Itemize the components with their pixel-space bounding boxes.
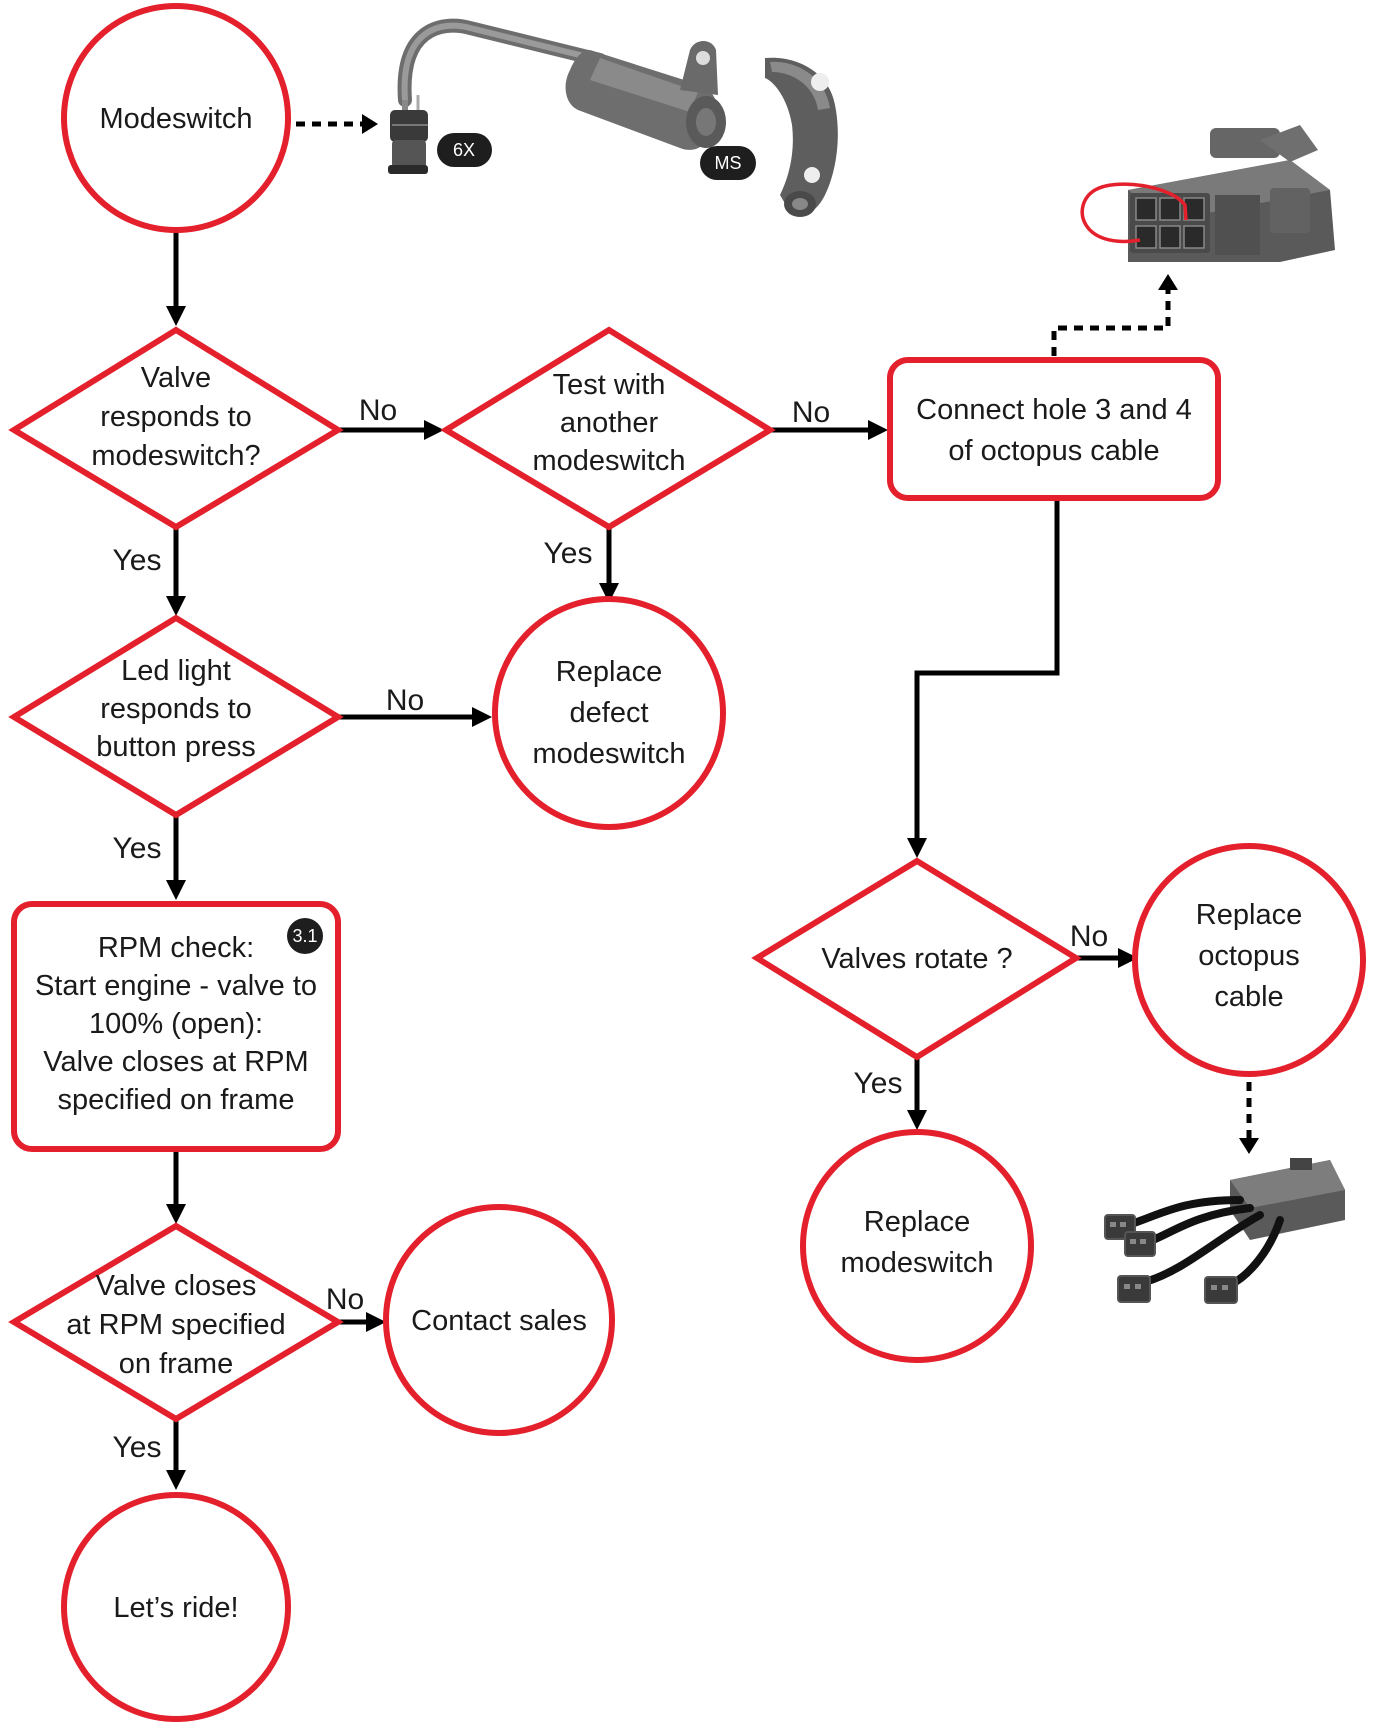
node-test-another	[440, 326, 776, 531]
label-rpm-3: 100% (open):	[89, 1008, 263, 1040]
node-connect-hole	[887, 357, 1221, 501]
node-modeswitch	[61, 3, 291, 233]
edge-label-no-1: No	[359, 394, 397, 427]
node-rpm-check	[11, 901, 341, 1152]
badge-6x: 6X	[437, 133, 492, 167]
label-rpm-1: RPM check:	[98, 932, 254, 964]
illustration-pointers	[296, 121, 1252, 1140]
step-badge: 3.1	[287, 918, 323, 954]
edge-label-yes-3: Yes	[113, 832, 162, 865]
label-rpm-5: specified on frame	[58, 1084, 295, 1116]
badge-ms: MS	[700, 146, 756, 180]
label-modeswitch: Modeswitch	[99, 103, 252, 135]
label-contact-sales: Contact sales	[411, 1305, 587, 1337]
node-valve-closes	[8, 1222, 344, 1423]
modeswitch-cable-illustration: 6X MS	[388, 18, 838, 217]
badge-ms-text: MS	[715, 153, 742, 173]
connectors	[166, 230, 1138, 1490]
label-replace-octopus-1: Replace	[1196, 899, 1302, 931]
label-replace-octopus-2: octopus	[1198, 940, 1300, 972]
label-replace-modeswitch-1: Replace	[864, 1206, 970, 1238]
label-replace-defect-3: modeswitch	[532, 738, 685, 770]
label-valve-closes-3: on frame	[119, 1348, 233, 1380]
label-valve-responds-1: Valve	[141, 362, 211, 394]
node-labels: Modeswitch Valve responds to modeswitch?…	[35, 103, 1302, 1624]
label-valve-closes-1: Valve closes	[96, 1270, 257, 1302]
node-valve-responds	[8, 326, 344, 531]
label-valves-rotate: Valves rotate ?	[821, 943, 1012, 975]
shapes	[8, 3, 1366, 1722]
edge-label-yes-2: Yes	[544, 537, 593, 570]
label-valve-closes-2: at RPM specified	[66, 1309, 285, 1341]
edge-label-yes-1: Yes	[113, 544, 162, 577]
label-rpm-2: Start engine - valve to	[35, 970, 317, 1002]
octopus-cable-illustration	[1104, 1158, 1345, 1304]
edge-label-yes-5: Yes	[113, 1431, 162, 1464]
label-valve-responds-2: responds to	[100, 401, 252, 433]
label-led-light-3: button press	[96, 731, 256, 763]
label-lets-ride: Let’s ride!	[113, 1592, 238, 1624]
label-test-another-1: Test with	[553, 369, 666, 401]
label-connect-hole-2: of octopus cable	[948, 435, 1159, 467]
connector-6x	[388, 110, 428, 174]
octopus-connector-illustration	[1080, 125, 1335, 262]
edge-label-no-5: No	[326, 1283, 364, 1316]
edge-label-no-3: No	[386, 684, 424, 717]
edge-connect-to-valves-rotate	[914, 500, 1060, 840]
edge-labels: No No Yes Yes No Yes No Yes No Yes	[113, 394, 1109, 1464]
label-replace-octopus-3: cable	[1214, 981, 1283, 1013]
label-valve-responds-3: modeswitch?	[91, 440, 260, 472]
edge-label-no-4: No	[1070, 920, 1108, 953]
label-test-another-2: another	[560, 407, 659, 439]
label-test-another-3: modeswitch	[532, 445, 685, 477]
label-replace-defect-1: Replace	[556, 656, 662, 688]
node-replace-defect	[492, 596, 726, 830]
node-replace-octopus	[1132, 843, 1366, 1077]
node-contact-sales	[383, 1204, 615, 1436]
hole-marking	[1080, 182, 1188, 244]
label-replace-defect-2: defect	[570, 697, 649, 729]
label-replace-modeswitch-2: modeswitch	[840, 1247, 993, 1279]
label-led-light-2: responds to	[100, 693, 252, 725]
pointer-to-octopus-connector	[1051, 290, 1171, 356]
label-rpm-4: Valve closes at RPM	[43, 1046, 308, 1078]
node-valves-rotate	[751, 857, 1082, 1061]
edge-label-yes-4: Yes	[854, 1067, 903, 1100]
label-connect-hole-1: Connect hole 3 and 4	[916, 394, 1192, 426]
edge-label-no-2: No	[792, 396, 830, 429]
node-lets-ride	[61, 1492, 291, 1722]
badge-6x-text: 6X	[453, 140, 475, 160]
node-led-light	[8, 614, 344, 819]
label-led-light-1: Led light	[121, 655, 231, 687]
step-badge-text: 3.1	[292, 926, 317, 946]
node-replace-modeswitch	[800, 1129, 1034, 1363]
